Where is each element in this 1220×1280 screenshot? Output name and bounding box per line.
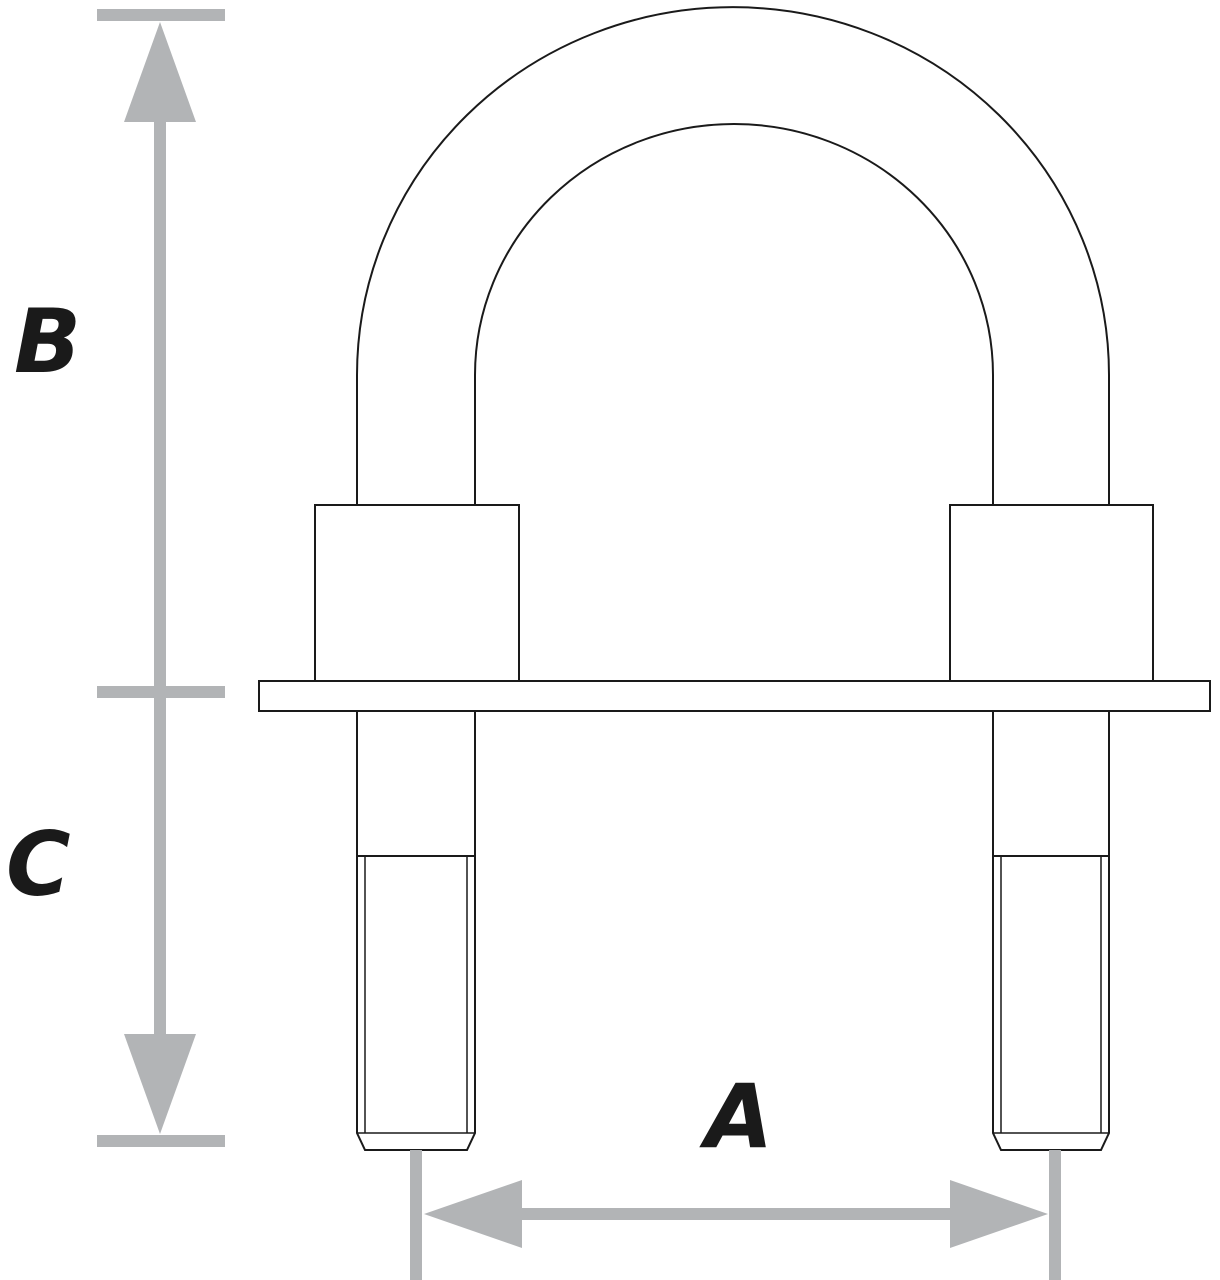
right-threaded-end xyxy=(992,855,1110,1151)
dimension-a xyxy=(410,1150,1061,1280)
u-bolt-bend xyxy=(356,6,1110,506)
dimension-a-right-arrowhead xyxy=(950,1180,1048,1248)
dimension-b-arrowhead xyxy=(124,22,196,122)
dimension-b xyxy=(97,9,225,698)
label-c: C xyxy=(6,813,71,916)
label-a: A xyxy=(699,1065,773,1168)
left-nut xyxy=(314,504,520,683)
mounting-plate xyxy=(258,680,1211,712)
dimension-a-left-arrowhead xyxy=(424,1180,522,1248)
left-threaded-end xyxy=(356,855,476,1151)
dimension-c-arrowhead xyxy=(124,1034,196,1134)
dimension-c xyxy=(97,692,225,1147)
label-b: B xyxy=(14,290,81,393)
right-leg xyxy=(992,710,1110,1151)
left-leg xyxy=(356,710,476,1151)
right-nut xyxy=(949,504,1154,683)
